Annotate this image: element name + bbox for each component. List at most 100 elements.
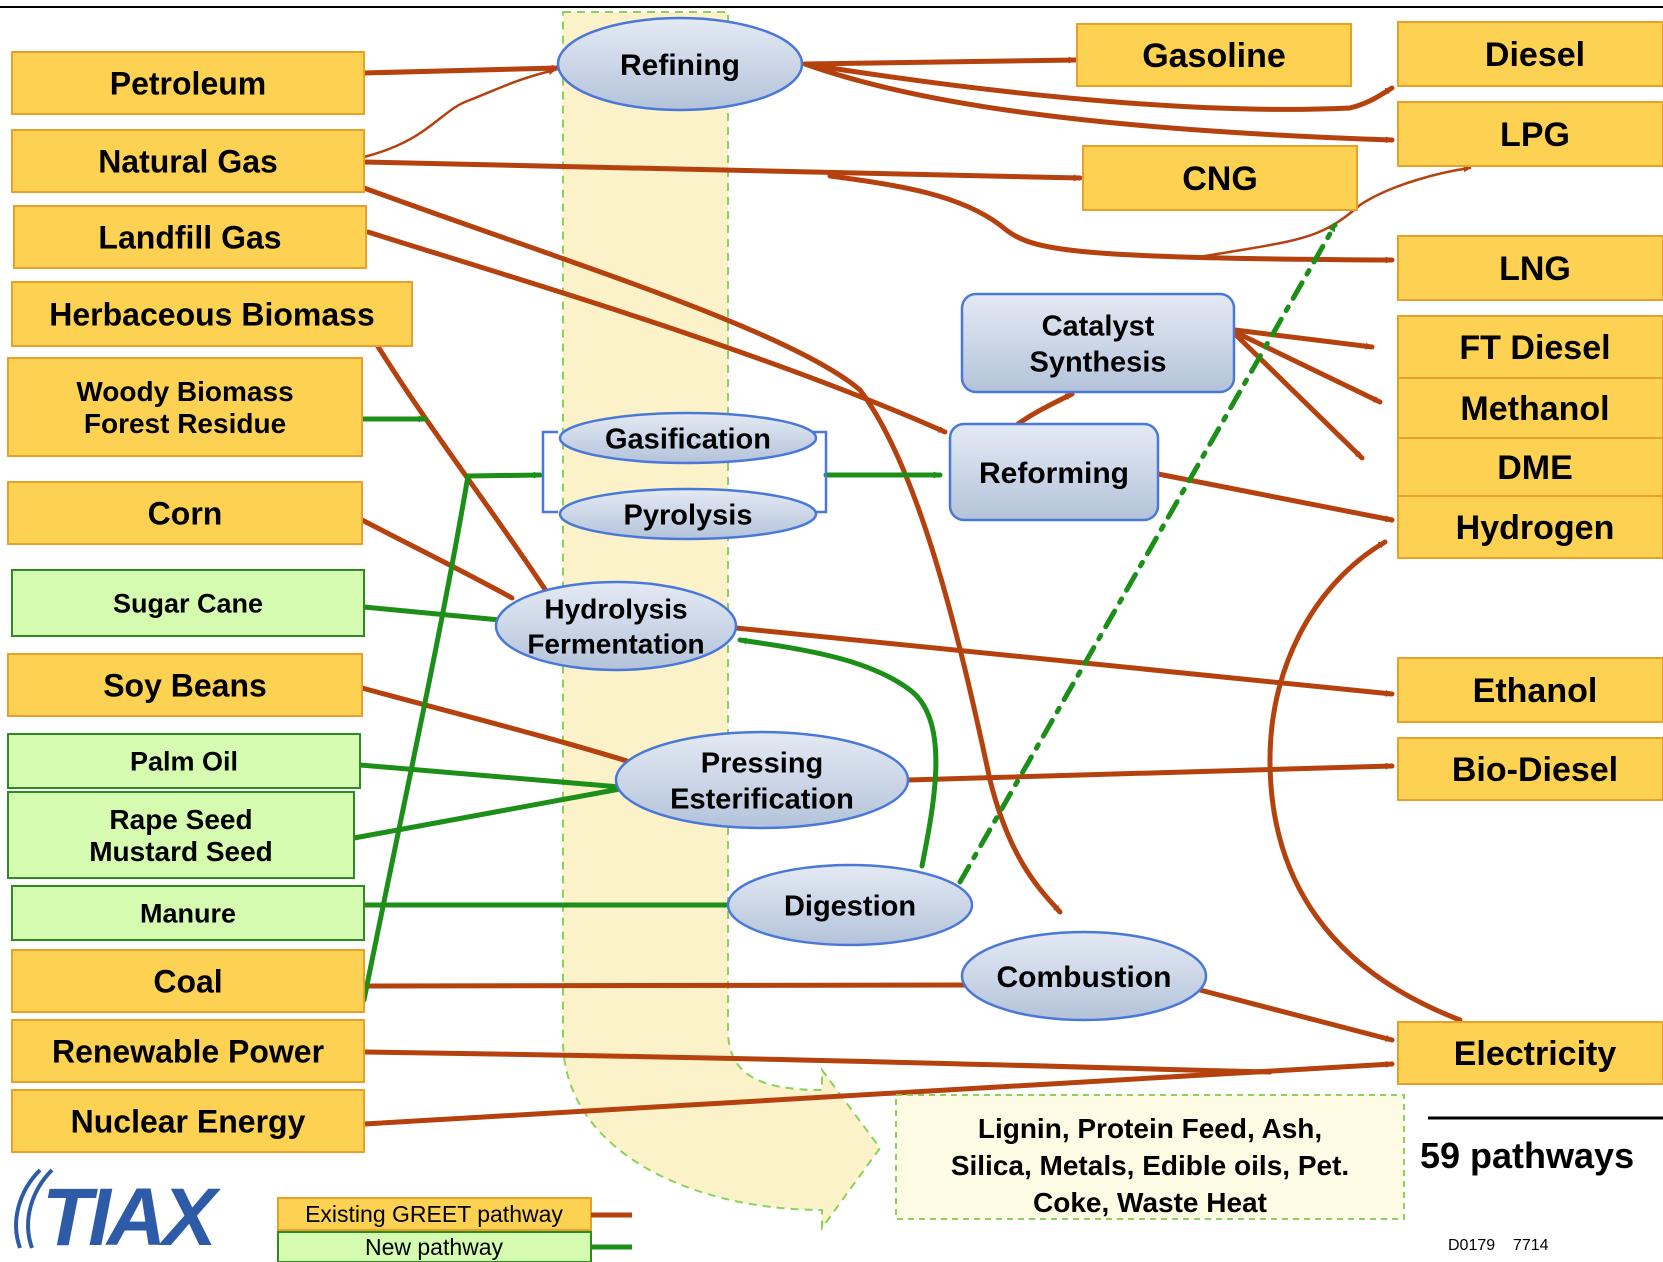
- feedstock-box: [11, 1019, 365, 1083]
- feedstock-label: Corn: [148, 496, 223, 532]
- feedstock-label: Mustard Seed: [89, 836, 273, 867]
- connector-catalyst-ftdiesel: [1232, 327, 1375, 350]
- legend: Existing GREET pathway New pathway: [277, 1197, 632, 1262]
- process-pyrolysis: Pyrolysis: [558, 487, 818, 541]
- product-label: Ethanol: [1473, 672, 1598, 710]
- connector-naturalgas-cng: [361, 159, 1083, 182]
- feedstock-manure: Manure: [11, 885, 365, 941]
- process-node: [558, 411, 818, 465]
- process-node: [558, 487, 818, 541]
- connector-soybeans-pressing: [359, 685, 633, 765]
- feedstock-label: Palm Oil: [130, 747, 238, 777]
- feedstock-box: [7, 653, 363, 717]
- feedstock-box: [11, 1089, 365, 1153]
- product-box: [1397, 235, 1663, 301]
- product-dme: DME: [1397, 437, 1663, 497]
- product-box: [1397, 21, 1663, 87]
- connector-pressing-biodiesel: [905, 762, 1395, 783]
- feedstock-box: [11, 885, 365, 941]
- feedstock-box: [7, 733, 361, 789]
- connector-reforming-catalyst: [1015, 391, 1075, 427]
- connector-renewable-electricity: [361, 1049, 1273, 1075]
- process-node: [726, 863, 974, 947]
- feedstock-label: Forest Residue: [84, 408, 286, 439]
- process-label: Hydrolysis: [544, 594, 687, 625]
- feedstock-box: [7, 481, 363, 545]
- product-cng: CNG: [1082, 145, 1358, 211]
- feedstock-box: [13, 205, 367, 269]
- feedstock-box: [7, 357, 363, 457]
- byproducts-box: Lignin, Protein Feed, Ash, Silica, Metal…: [895, 1094, 1405, 1220]
- process-label: Pyrolysis: [624, 499, 753, 531]
- process-label: Synthesis: [1030, 347, 1167, 379]
- feedstock-label: Petroleum: [110, 66, 266, 102]
- feedstock-label: Landfill Gas: [98, 220, 281, 256]
- process-node: [960, 930, 1208, 1022]
- byproducts-line-2: Silica, Metals, Edible oils, Pet.: [951, 1150, 1349, 1181]
- legend-new-label: New pathway: [365, 1234, 504, 1260]
- process-label: Pressing: [701, 747, 824, 779]
- product-box: [1397, 657, 1663, 723]
- product-label: Bio-Diesel: [1452, 751, 1618, 789]
- product-ethanol: Ethanol: [1397, 657, 1663, 723]
- feedstock-box: [11, 51, 365, 115]
- product-label: FT Diesel: [1459, 329, 1610, 367]
- process-label: Fermentation: [527, 629, 704, 660]
- feedstock-petroleum: Petroleum: [11, 51, 365, 115]
- product-gasoline: Gasoline: [1076, 23, 1352, 87]
- process-label: Gasification: [605, 423, 771, 455]
- product-box: [1397, 495, 1663, 559]
- product-box: [1397, 315, 1663, 379]
- product-box: [1076, 23, 1352, 87]
- product-box: [1397, 437, 1663, 497]
- connector-petroleum-refining: [361, 64, 561, 76]
- product-hydrogen: Hydrogen: [1397, 495, 1663, 559]
- connector-reforming-hydrogen: [1155, 471, 1395, 523]
- legend-existing-label: Existing GREET pathway: [305, 1201, 563, 1227]
- product-label: CNG: [1182, 160, 1258, 198]
- connector-rapeseed-pressing: [351, 786, 623, 841]
- product-lng: LNG: [1397, 235, 1663, 301]
- process-label: Esterification: [670, 784, 854, 816]
- connector-digestion-hydrolysis: [737, 637, 939, 869]
- product-box: [1082, 145, 1358, 211]
- feedstock-label: Nuclear Energy: [71, 1104, 306, 1140]
- product-label: Methanol: [1460, 390, 1609, 428]
- connector-combustion-electricity: [1197, 987, 1395, 1043]
- process-node: [556, 16, 804, 112]
- feedstock-label: Natural Gas: [98, 144, 278, 180]
- connector-catalyst-methanol: [1232, 329, 1383, 405]
- feedstock-natural-gas: Natural Gas: [11, 129, 365, 193]
- feedstock-label: Sugar Cane: [113, 589, 263, 619]
- pathways-count: 59 pathways: [1420, 1116, 1663, 1176]
- feedstock-coal: Coal: [11, 949, 365, 1013]
- process-combustion: Combustion: [960, 930, 1208, 1022]
- process-node: [948, 422, 1160, 522]
- product-label: LPG: [1500, 116, 1570, 154]
- process-gasification: Gasification: [558, 411, 818, 465]
- feedstock-label: Rape Seed: [109, 804, 252, 835]
- feedstock-herbaceous-biomass: Herbaceous Biomass: [11, 281, 413, 347]
- product-bio-diesel: Bio-Diesel: [1397, 737, 1663, 801]
- byproducts-line-3: Coke, Waste Heat: [1033, 1187, 1267, 1218]
- process-refining: Refining: [556, 16, 804, 112]
- connector-refining-diesel: [802, 61, 1395, 112]
- connector-naturalgas-refining: [362, 67, 557, 159]
- product-methanol: Methanol: [1397, 377, 1663, 439]
- product-label: Hydrogen: [1456, 509, 1615, 547]
- connector-hydrolysis-ethanol: [733, 625, 1395, 697]
- feedstock-soy-beans: Soy Beans: [7, 653, 363, 717]
- feedstock-landfill-gas: Landfill Gas: [13, 205, 367, 269]
- connector-gasifier-inlet: [465, 471, 543, 479]
- process-node: [494, 580, 738, 672]
- product-electricity: Electricity: [1397, 1021, 1663, 1085]
- feedstock-box: [11, 281, 413, 347]
- product-diesel: Diesel: [1397, 21, 1663, 87]
- connector-digestion-hydrogen-new: [957, 222, 1338, 885]
